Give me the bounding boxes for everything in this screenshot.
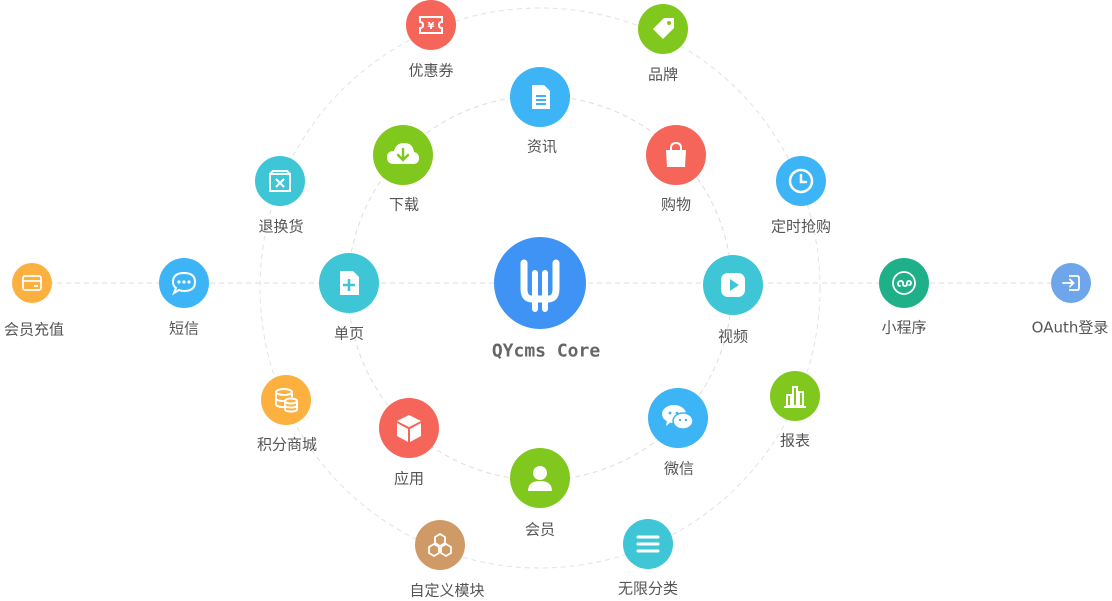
node-label-zixun: 资讯 bbox=[526, 137, 558, 156]
node-label-duanxin: 短信 bbox=[168, 319, 200, 338]
node-label-weixin: 微信 bbox=[663, 459, 695, 478]
login-icon[interactable] bbox=[1051, 263, 1091, 303]
miniprogram-icon[interactable] bbox=[879, 258, 929, 308]
node-label-youhui: 优惠券 bbox=[408, 61, 454, 80]
list-icon[interactable] bbox=[623, 519, 673, 569]
download-icon[interactable] bbox=[373, 125, 433, 185]
chart-icon[interactable] bbox=[770, 371, 820, 421]
node-label-shipin: 视频 bbox=[717, 327, 749, 346]
node-label-oauth: OAuth登录 bbox=[1031, 318, 1109, 337]
return-box-icon[interactable] bbox=[255, 156, 305, 206]
node-label-chongzhi: 会员充值 bbox=[3, 320, 65, 339]
node-label-gouwu: 购物 bbox=[660, 195, 692, 214]
outer-orbit bbox=[259, 7, 821, 569]
chat-icon[interactable] bbox=[159, 258, 209, 308]
core-logo-icon[interactable] bbox=[494, 237, 586, 329]
clock-icon[interactable] bbox=[776, 156, 826, 206]
node-label-wuxian: 无限分类 bbox=[617, 579, 679, 598]
node-label-huiyuan: 会员 bbox=[524, 520, 556, 539]
svg-text:¥: ¥ bbox=[428, 21, 435, 32]
node-label-baobiao: 报表 bbox=[779, 431, 811, 450]
box-icon[interactable] bbox=[379, 398, 439, 458]
core-label: QYcms Core bbox=[491, 340, 601, 362]
node-label-xiaochengxu: 小程序 bbox=[881, 318, 927, 337]
tag-icon[interactable] bbox=[638, 4, 688, 54]
node-label-dingshi: 定时抢购 bbox=[770, 217, 832, 236]
bag-icon[interactable] bbox=[646, 125, 706, 185]
add-page-icon[interactable] bbox=[319, 253, 379, 313]
hexagons-icon[interactable] bbox=[415, 520, 465, 570]
node-label-tuihuan: 退换货 bbox=[258, 217, 304, 236]
node-label-jifen: 积分商城 bbox=[256, 435, 318, 454]
node-label-zidingyi: 自定义模块 bbox=[409, 581, 485, 600]
coupon-icon[interactable]: ¥ bbox=[406, 0, 456, 50]
node-label-xiazai: 下载 bbox=[388, 195, 420, 214]
node-label-danye: 单页 bbox=[333, 324, 365, 343]
play-icon[interactable] bbox=[703, 255, 763, 315]
user-icon[interactable] bbox=[510, 448, 570, 508]
document-icon[interactable] bbox=[510, 67, 570, 127]
node-label-pinpai: 品牌 bbox=[647, 65, 679, 84]
coins-icon[interactable] bbox=[261, 375, 311, 425]
wechat-icon[interactable] bbox=[648, 388, 708, 448]
node-label-yingyong: 应用 bbox=[393, 469, 425, 488]
card-icon[interactable] bbox=[12, 263, 52, 303]
